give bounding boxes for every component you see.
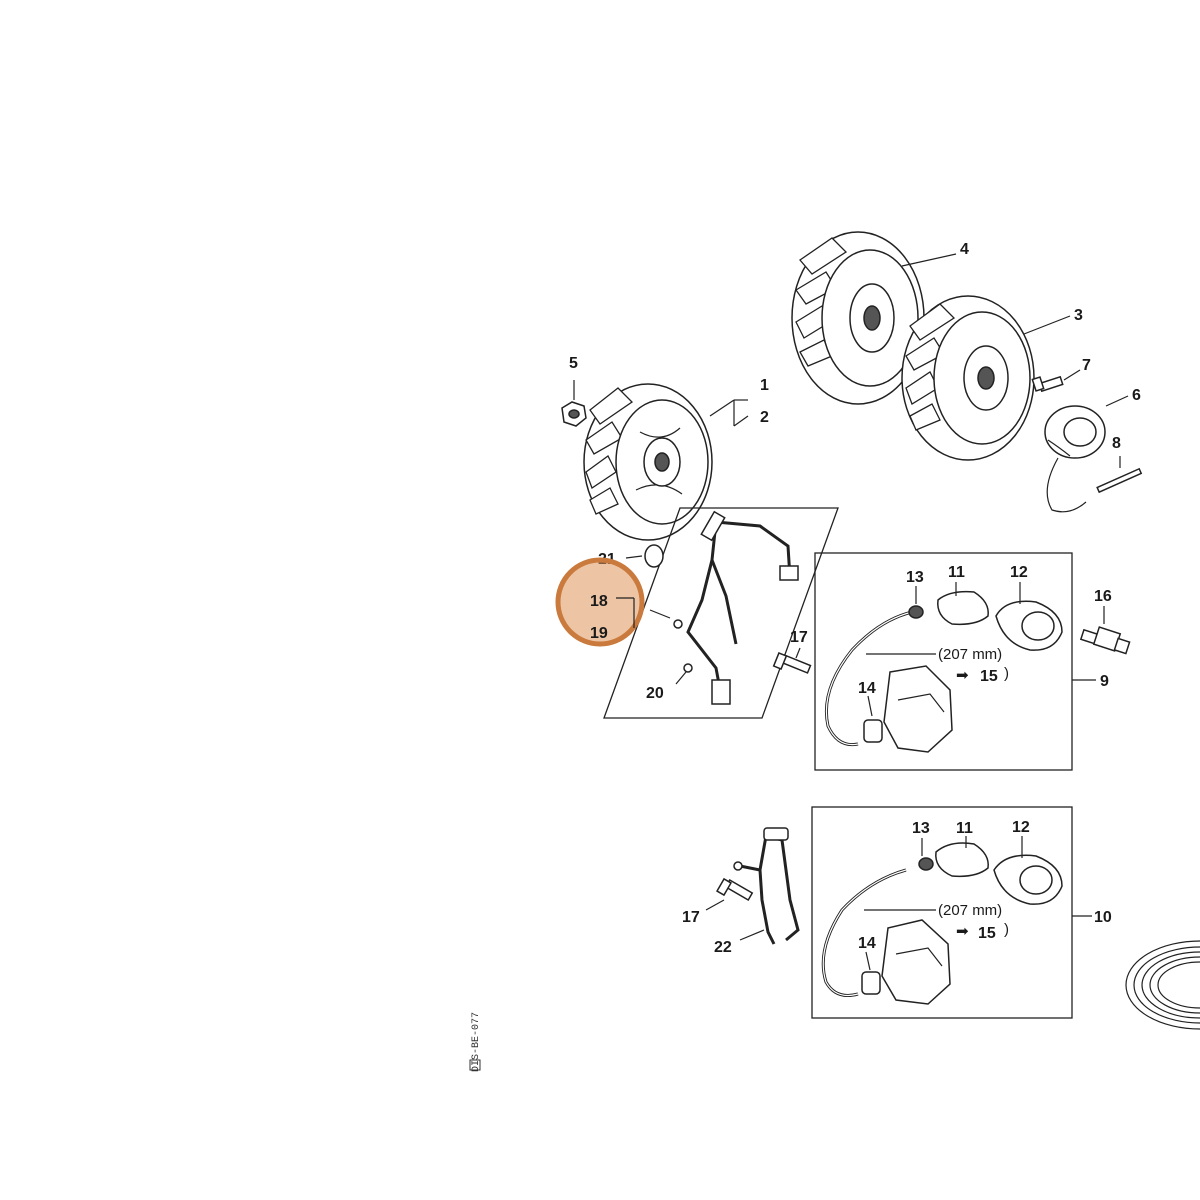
callout-20[interactable]: 20 (646, 685, 664, 702)
screw-20[interactable]: 20 (646, 663, 693, 702)
callout-16[interactable]: 16 (1094, 588, 1112, 605)
callout-18[interactable]: 18 (590, 593, 608, 610)
callout-13-a[interactable]: 13 (906, 569, 924, 586)
callout-5[interactable]: 5 (569, 355, 578, 372)
ignition-module-9[interactable]: 13 11 12 (207 mm) ➡ 15 ) 14 9 (814, 552, 1109, 771)
flywheel-1-2[interactable]: 1 2 (583, 377, 769, 541)
harness-group[interactable] (603, 507, 839, 719)
callout-9[interactable]: 9 (1100, 673, 1109, 690)
length-note-b: (207 mm) (938, 902, 1002, 919)
callout-12-b[interactable]: 12 (1012, 819, 1030, 836)
callout-12-a[interactable]: 12 (1010, 564, 1028, 581)
sensor-ring-6[interactable]: 6 (1044, 387, 1141, 513)
drawing-code-box (469, 1059, 481, 1071)
arrow-icon-b: ➡ (956, 923, 969, 940)
ignition-module-10[interactable]: 13 11 12 (207 mm) ➡ 15 ) 14 10 (811, 806, 1112, 1019)
callout-11-b[interactable]: 11 (956, 820, 973, 837)
cable-coil (1125, 940, 1200, 1030)
callout-13-b[interactable]: 13 (912, 820, 930, 837)
callout-1[interactable]: 1 (760, 377, 769, 394)
screw-17-upper[interactable]: 17 (772, 629, 812, 674)
callout-15-a[interactable]: 15 (980, 668, 998, 685)
flywheel-3-fins (905, 303, 956, 431)
callout-15-b[interactable]: 15 (978, 925, 996, 942)
nut-5[interactable]: 5 (561, 355, 587, 427)
callout-14-b[interactable]: 14 (858, 935, 876, 952)
callout-4[interactable]: 4 (960, 241, 969, 258)
highlight-marker-18[interactable] (555, 557, 645, 647)
drawing-code: DIS-BE-077 (471, 1012, 482, 1072)
callout-11-a[interactable]: 11 (948, 564, 965, 581)
callout-14-a[interactable]: 14 (858, 680, 876, 697)
harness-22[interactable]: 22 (714, 827, 800, 956)
callout-7[interactable]: 7 (1082, 357, 1091, 374)
callout-10[interactable]: 10 (1094, 909, 1112, 926)
svg-text:DIS-BE-077: DIS-BE-077 (471, 1012, 482, 1072)
callout-22[interactable]: 22 (714, 939, 732, 956)
pin-8[interactable]: 8 (1096, 435, 1143, 494)
callout-17-upper[interactable]: 17 (790, 629, 808, 646)
callout-19[interactable]: 19 (590, 625, 608, 642)
flywheel-3[interactable]: 3 (901, 295, 1083, 461)
spark-plug-16[interactable]: 16 (1079, 588, 1131, 655)
callout-8[interactable]: 8 (1112, 435, 1121, 452)
callout-18-19[interactable]: 18 19 (590, 593, 635, 642)
flywheel-4[interactable]: 4 (791, 231, 969, 405)
callout-3[interactable]: 3 (1074, 307, 1083, 324)
flywheel-1-fins (585, 387, 634, 515)
paren-close-a: ) (1004, 665, 1009, 682)
screw-17-lower[interactable]: 17 (682, 877, 754, 926)
callout-17-lower[interactable]: 17 (682, 909, 700, 926)
screw-7[interactable]: 7 (1031, 357, 1091, 393)
callout-6[interactable]: 6 (1132, 387, 1141, 404)
length-note-a: (207 mm) (938, 646, 1002, 663)
flywheel-4-fins (795, 237, 848, 367)
callout-2[interactable]: 2 (760, 409, 769, 426)
paren-close-b: ) (1004, 921, 1009, 938)
arrow-icon-a: ➡ (956, 667, 969, 684)
